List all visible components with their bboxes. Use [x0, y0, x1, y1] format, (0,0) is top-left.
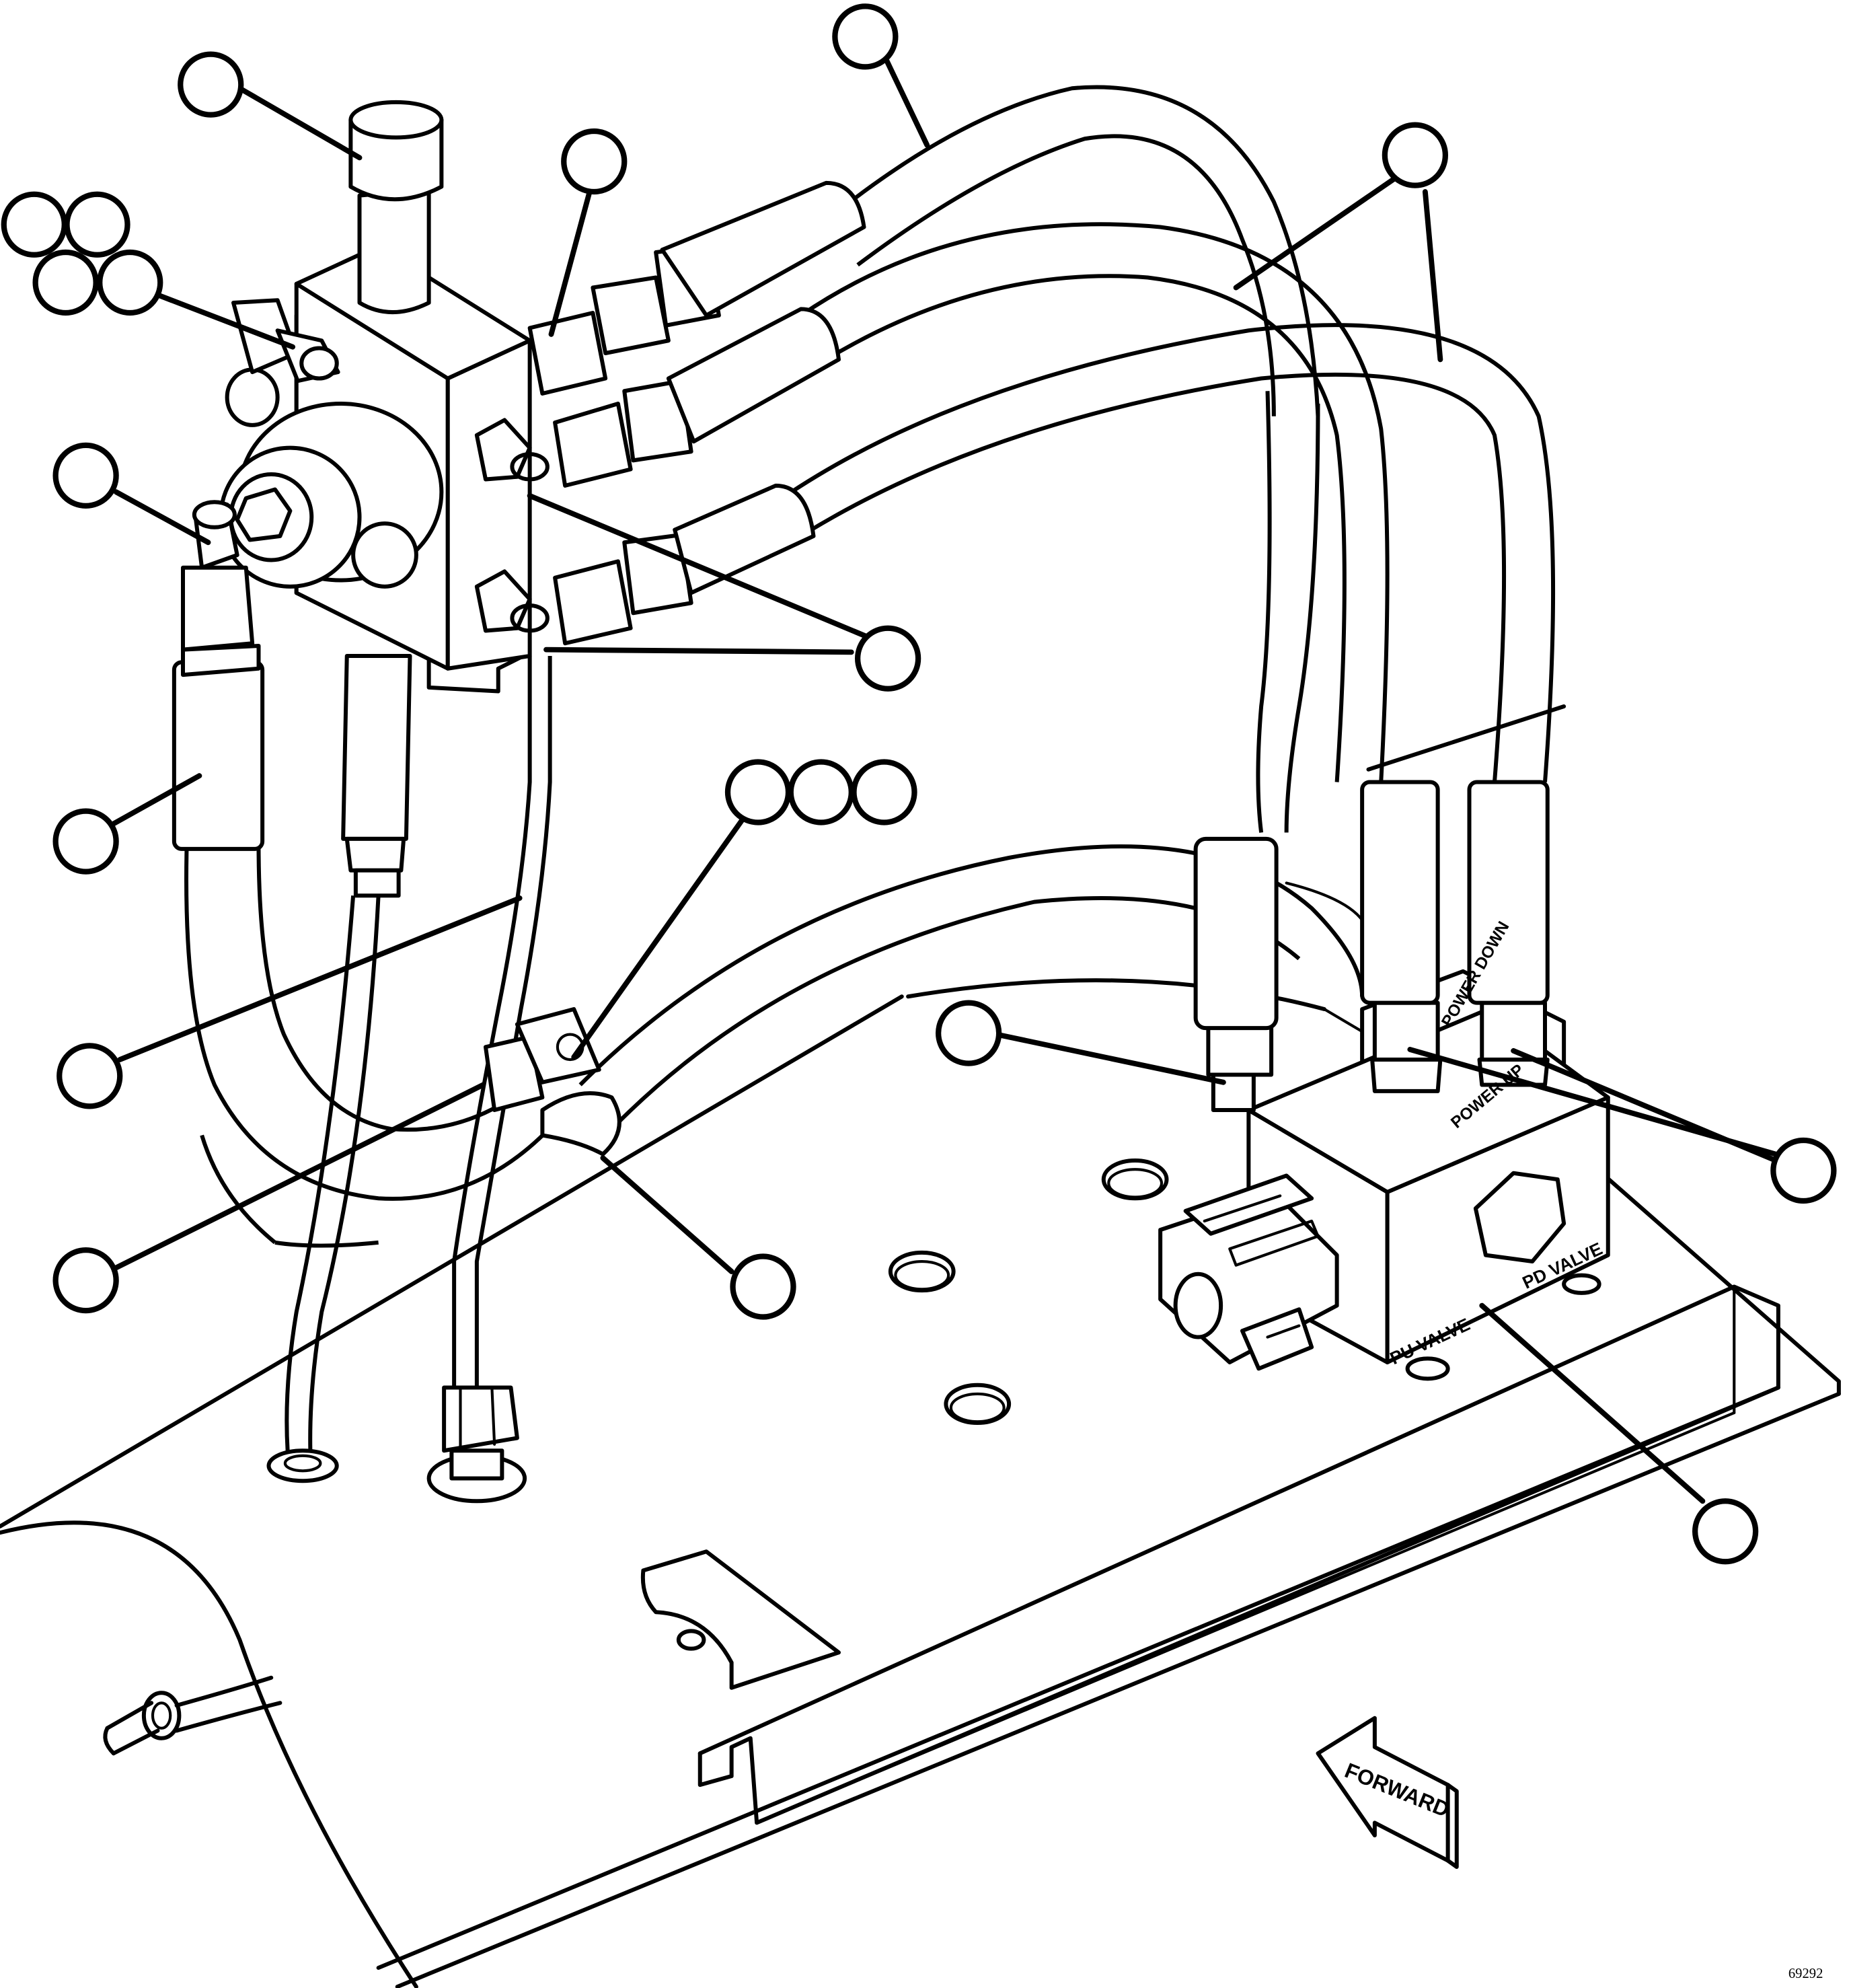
callout-balloon	[97, 249, 163, 316]
callout-balloon	[788, 759, 854, 825]
mounting-hole	[888, 1250, 956, 1293]
tube-sleeve	[341, 654, 412, 841]
callout-balloon	[178, 51, 244, 118]
callout-balloon	[64, 191, 130, 258]
mounting-hole	[1101, 1158, 1169, 1201]
callout-balloon	[832, 3, 899, 70]
forward-arrow: FORWARD	[1316, 1716, 1459, 1869]
callout-balloon	[1382, 122, 1448, 188]
callout-balloons	[1, 3, 1837, 1565]
grommet	[141, 1691, 182, 1740]
mounting-hole	[944, 1383, 1012, 1425]
callout-balloon	[52, 442, 119, 509]
manifold-block	[181, 100, 866, 694]
callout-balloon	[855, 625, 921, 692]
base-plate	[0, 704, 1841, 1988]
callout-balloon	[56, 1043, 123, 1109]
callout-balloon	[52, 1247, 119, 1314]
hose-sleeve	[172, 660, 265, 851]
callout-balloon	[32, 249, 99, 316]
callout-balloon	[851, 759, 917, 825]
callout-balloon	[1, 191, 67, 258]
valve-block	[1158, 780, 1610, 1381]
leader-lines	[110, 58, 1779, 1504]
callout-balloon	[561, 128, 628, 195]
callout-balloon	[52, 808, 119, 875]
callout-balloon	[724, 759, 792, 825]
floor-fitting-left	[266, 1448, 339, 1483]
figure-number: 69292	[1788, 1966, 1823, 1981]
callout-balloon	[936, 1000, 1002, 1066]
callout-balloon	[730, 1253, 796, 1320]
floor-fitting-right	[426, 1385, 527, 1504]
hose-clamp	[484, 1007, 621, 1156]
callout-balloon	[1692, 1498, 1759, 1565]
callout-balloon	[1770, 1137, 1837, 1204]
